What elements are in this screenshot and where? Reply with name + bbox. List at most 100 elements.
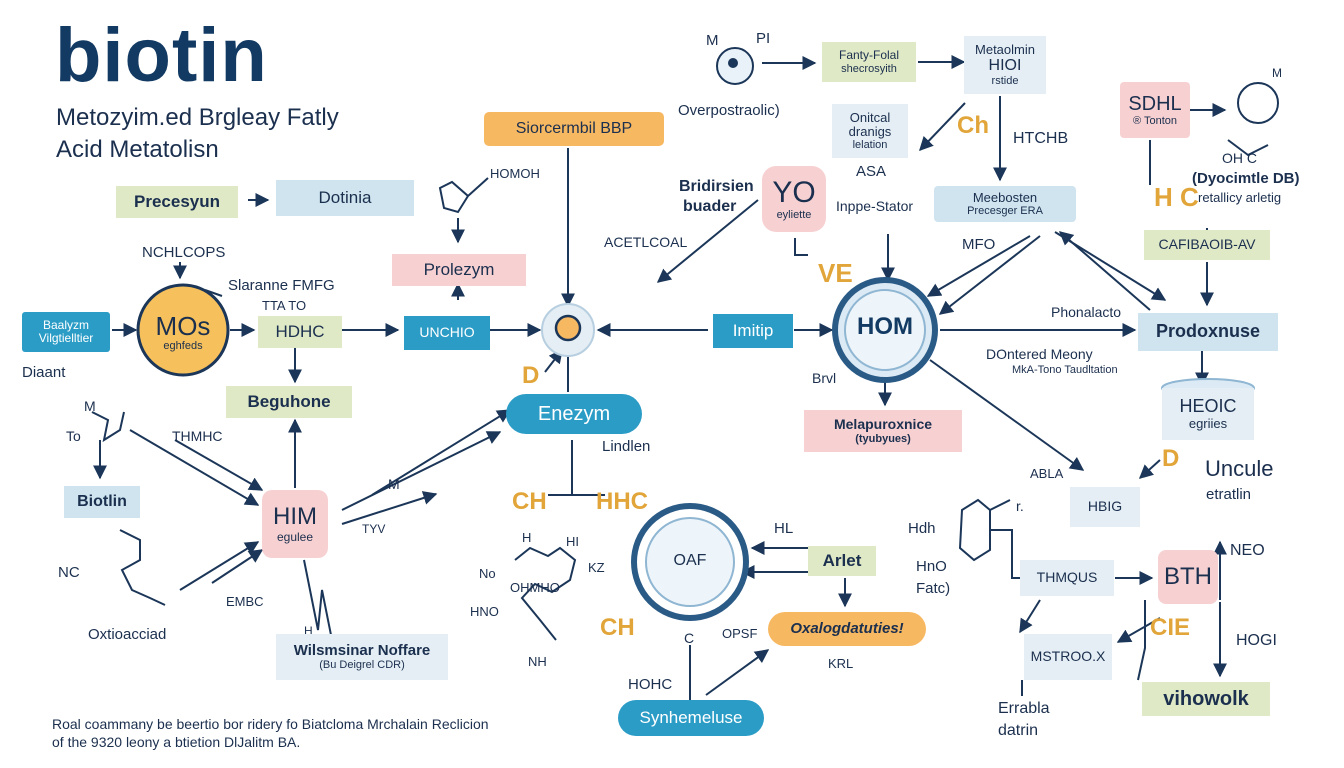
label-homohi: HOMOH (490, 166, 540, 181)
label-acetlcoal: ACETLCOAL (604, 234, 688, 250)
node-unchio[interactable]: UNCHIO (404, 316, 490, 350)
oaf-inner-ring (645, 517, 735, 607)
connector (990, 529, 1022, 579)
node-hbig[interactable]: HBIG (1070, 487, 1140, 527)
label-overpostraolic: Overpostraolic) (678, 102, 780, 119)
connector (571, 440, 605, 496)
label-abla: ABLA (1030, 466, 1064, 481)
label-r: r. (1016, 498, 1024, 514)
label-ve-gold: VE (818, 258, 853, 288)
connector (1137, 600, 1146, 681)
node-enezym[interactable]: Enezym (506, 394, 642, 434)
node-imitip[interactable]: Imitip (713, 314, 793, 348)
node-label: SDHL (1128, 92, 1182, 115)
arrow (371, 409, 512, 496)
label-opsf: OPSF (722, 626, 758, 641)
label-bridirsien: Bridirsien (679, 178, 754, 195)
node-synthemeluse[interactable]: Synhemeluse (618, 700, 764, 736)
node-label: HIM (273, 503, 317, 531)
footer-note-2: of the 9320 leony a btietion DlJalitm BA… (52, 734, 301, 750)
node-label: Precesyun (134, 191, 220, 211)
connector (303, 559, 333, 641)
connector (794, 238, 808, 256)
molecule-structure-icon (958, 498, 1011, 562)
node-label: BTH (1164, 562, 1212, 590)
node-biotlin[interactable]: Biotlin (64, 486, 140, 518)
page-title: biotin (55, 13, 268, 98)
node-label: HDHC (275, 321, 325, 341)
molecule-structure-icon (119, 529, 166, 606)
arrow (341, 491, 438, 525)
label-brvl: Brvl (812, 370, 837, 386)
label-d-mid: D (522, 362, 540, 389)
node-vihowolk[interactable]: vihowolk (1142, 682, 1270, 716)
label-krl: KRL (828, 656, 854, 671)
node-thmqus[interactable]: THMQUS (1020, 560, 1114, 596)
label-ohmho: OHMHO (510, 580, 560, 595)
node-sorcermbil[interactable]: Siorcermbil BBP (484, 112, 664, 146)
arrow (179, 541, 260, 591)
node-bth[interactable]: BTH (1158, 550, 1218, 604)
node-prolezym[interactable]: Prolezym (392, 254, 526, 286)
node-label: Synhemeluse (639, 707, 743, 727)
label-h-struct: H (522, 530, 532, 545)
label-thmhc: THMHC (172, 428, 223, 444)
arrow (705, 649, 770, 696)
node-hom[interactable]: HOM (845, 310, 925, 344)
node-oxalog[interactable]: Oxalogdatuties! (768, 612, 926, 646)
node-sublabel: eghfeds (163, 340, 203, 353)
label-ch-top: Ch (957, 112, 989, 139)
label-ch-mid: CH (512, 488, 547, 515)
node-mstroox[interactable]: MSTROO.X (1024, 634, 1112, 680)
label-mktono: MkA-Tono Taudltation (1012, 364, 1118, 376)
node-label: Melapuroxnice (833, 416, 933, 433)
label-hno-right: HnO (916, 558, 947, 575)
node-label: HOM (857, 312, 913, 340)
label-oh-c: OH C (1222, 150, 1257, 166)
label-fatc: Fatc) (916, 580, 951, 597)
node-cambaoib[interactable]: CAFIBAOIB-AV (1144, 230, 1270, 260)
node-label: Arlet (822, 550, 862, 570)
arrow (656, 199, 759, 283)
node-label-2: Vilgtielltier (38, 331, 94, 345)
node-precesyun[interactable]: Precesyun (116, 186, 238, 218)
node-prodoxnuse[interactable]: Prodoxnuse (1138, 313, 1278, 351)
node-melapuroxnice[interactable]: Melapuroxnice(tyubyues) (804, 410, 962, 452)
node-label: Prodoxnuse (1155, 321, 1261, 342)
node-sublabel: shecrosyith (841, 62, 897, 75)
node-beguhone[interactable]: Beguhone (226, 386, 352, 418)
hom-inner-ring (844, 289, 926, 371)
label-buader: buader (683, 198, 737, 215)
label-hl: HL (774, 520, 794, 537)
node-sublabel: ® Tonton (1133, 114, 1177, 127)
node-oaf[interactable]: OAF (650, 544, 730, 578)
node-label-2: dranigs (848, 123, 892, 139)
node-label: Metaolmin (975, 42, 1035, 57)
node-wilsmsinar[interactable]: Wilsmsinar Noffare(Bu Deigrel CDR) (276, 634, 448, 680)
label-to: To (66, 428, 81, 444)
node-arlet[interactable]: Arlet (808, 546, 876, 576)
node-label: Oxalogdatuties! (790, 619, 904, 637)
node-sublabel: eyliette (776, 209, 812, 222)
node-dotinia[interactable]: Dotinia (276, 180, 414, 216)
label-asa: ASA (856, 163, 887, 180)
label-slaranne: Slaranne FMFG (228, 277, 335, 294)
node-sdhl[interactable]: SDHL® Tonton (1120, 82, 1190, 138)
label-errabla: Errabla (998, 700, 1050, 717)
node-hdhc[interactable]: HDHC (258, 316, 342, 348)
arrow (926, 235, 1031, 297)
arrow (1116, 617, 1161, 643)
molecule-structure-icon (514, 546, 577, 641)
node-label: Beguhone (247, 391, 331, 411)
